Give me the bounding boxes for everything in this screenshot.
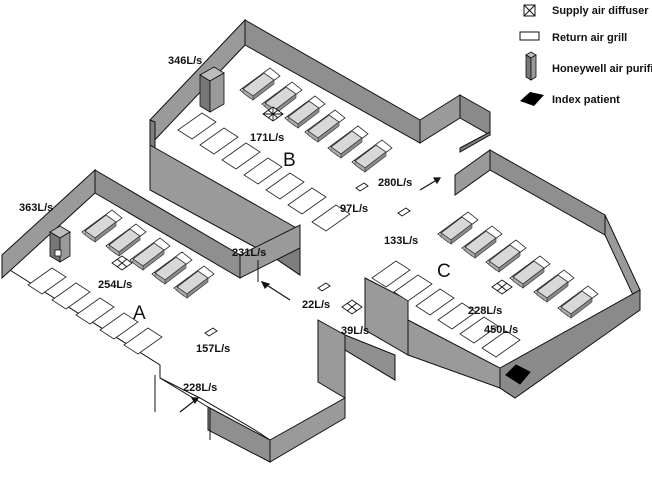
flow-label-purifier-a: 363L/s <box>19 202 53 214</box>
wall-notch-side <box>459 131 491 153</box>
legend-label-return-grill: Return air grill <box>552 32 627 44</box>
zone-labels: B A C <box>133 150 451 324</box>
bed <box>327 125 369 159</box>
supply-diffuser-b <box>262 106 284 122</box>
flow-label-return-center: 133L/s <box>384 235 418 247</box>
walls <box>1 18 641 463</box>
wall-room-c-left <box>364 277 409 356</box>
return-grills <box>204 182 411 337</box>
legend-item-supply-diffuser: Supply air diffuser <box>523 4 649 17</box>
legend-label-index-patient: Index patient <box>552 94 620 106</box>
zone-label-a: A <box>133 303 146 324</box>
arrow-door-bottom <box>179 397 200 413</box>
airflow-arrows <box>179 177 442 413</box>
wall-notch <box>459 94 491 136</box>
supply-diffuser-c <box>491 279 513 295</box>
beds-room-c <box>437 211 599 319</box>
return-grill-center <box>397 207 411 217</box>
flow-label-supply-center: 39L/s <box>341 325 369 337</box>
doorways <box>154 260 259 440</box>
legend-item-return-grill: Return air grill <box>519 31 627 44</box>
wall-lower-left <box>207 406 271 463</box>
return-grill-mid <box>317 282 331 292</box>
flow-label-door-a: 231L/s <box>232 247 266 259</box>
return-grill-icon <box>519 31 540 41</box>
wall-room-c-front-right <box>499 289 641 399</box>
wall-room-c-back <box>454 149 491 196</box>
wall-room-c-back-right <box>489 149 606 236</box>
flow-label-supply-c: 228L/s <box>468 305 502 317</box>
zone-label-b: B <box>283 150 296 171</box>
flow-label-return-a: 157L/s <box>196 343 230 355</box>
legend-label-supply-diffuser: Supply air diffuser <box>552 5 649 17</box>
index-patient-marker <box>505 364 531 385</box>
flow-labels: 346L/s 363L/s 171L/s 280L/s 97L/s 231L/s… <box>19 55 518 394</box>
flow-label-purifier-b: 346L/s <box>168 55 202 67</box>
return-grill-a <box>204 327 218 337</box>
wall-center-right <box>344 334 396 381</box>
flow-label-supply-b: 171L/s <box>250 132 284 144</box>
bed <box>81 209 123 243</box>
arrow-door-bc <box>419 177 442 191</box>
index-patient-icon <box>520 92 544 106</box>
flow-label-return-mid: 22L/s <box>302 299 330 311</box>
flow-label-door-bottom: 228L/s <box>183 382 217 394</box>
flow-label-supply-a: 254L/s <box>98 279 132 291</box>
air-purifier-a <box>49 225 71 263</box>
supply-diffusers <box>111 106 513 315</box>
return-grill-b <box>355 182 369 192</box>
bed <box>557 285 599 319</box>
zone-label-c: C <box>437 261 451 282</box>
bed <box>509 255 551 289</box>
flow-label-purifier-c: 450L/s <box>484 324 518 336</box>
arrow-door-a <box>260 281 291 301</box>
legend-item-purifier: Honeywell air purifier <box>525 51 652 81</box>
supply-diffuser-a <box>111 255 133 271</box>
legend-label-purifier: Honeywell air purifier <box>552 63 652 75</box>
wall-room-a-back <box>1 168 96 280</box>
wall-room-a-front-right <box>239 224 301 279</box>
supply-diffuser-center <box>341 299 363 315</box>
legend-item-index-patient: Index patient <box>520 92 620 106</box>
wall-room-b-top-right <box>419 94 461 144</box>
bed <box>437 211 479 245</box>
flow-label-door-bc: 280L/s <box>378 177 412 189</box>
legend: Supply air diffuser Return air grill Hon… <box>519 4 652 106</box>
air-purifier-b <box>199 66 225 113</box>
purifier-icon <box>525 51 537 81</box>
wall-room-b-left <box>149 119 156 149</box>
flow-label-return-b: 97L/s <box>340 203 368 215</box>
wall-lower-right <box>269 397 346 463</box>
